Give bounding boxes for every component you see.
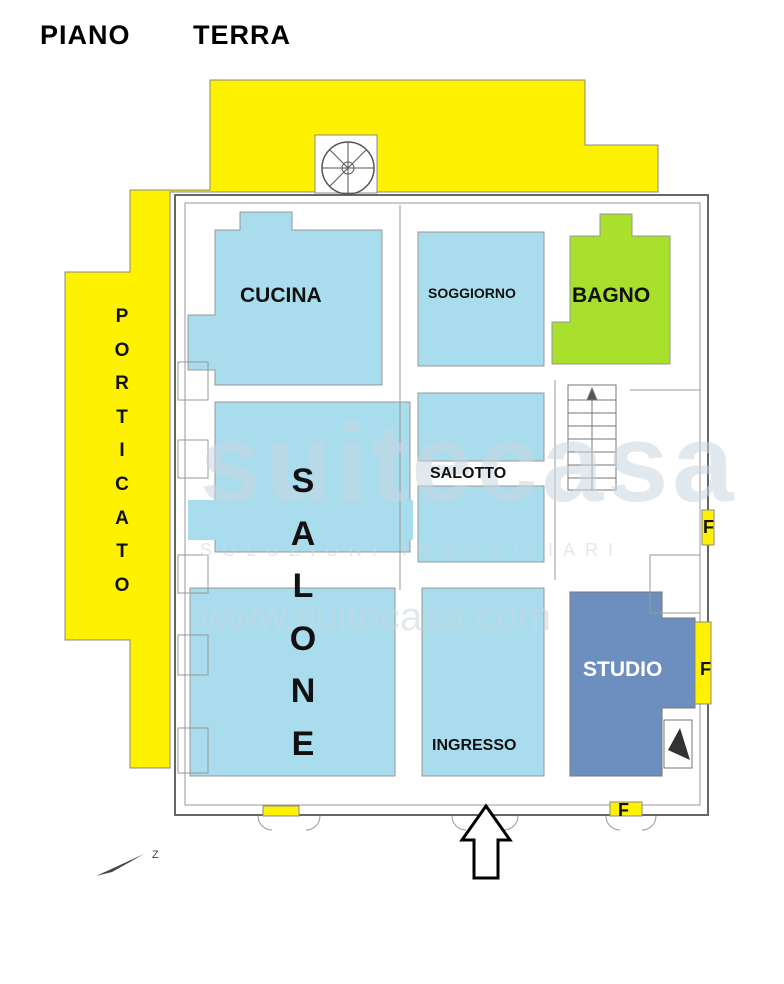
window-marker-right-upper [701,509,715,546]
inner-wall [184,202,701,806]
salone-room-lower [189,587,396,777]
staircase [567,384,617,491]
f-mark-right-lower: F [700,659,711,679]
salotto-room-lower [417,485,545,563]
porticato-letter: C [115,473,129,495]
bagno-room [551,213,671,365]
porticato-letter: I [119,440,125,462]
room-label-salotto: SALOTTO [430,465,507,482]
room-label-cucina: CUCINA [240,284,322,307]
window-marker-bottom-left [262,805,300,817]
salone-letter: L [292,567,314,605]
porticato-area [64,79,659,769]
spiral-staircase-icon [314,134,378,195]
plan-title-right: TERRA [193,20,291,50]
salone-letter: O [289,619,317,658]
north-arrow-icon: Z [96,849,159,876]
salone-letter: E [291,724,315,763]
room-label-ingresso: INGRESSO [432,737,517,754]
porticato-letter: O [114,574,130,596]
porticato-letter: R [115,373,129,395]
f-mark-bottom: F [618,800,629,820]
porticato-letter: O [114,339,130,361]
triangle-mark [663,719,693,769]
f-mark-right-upper: F [703,517,714,537]
salone-room-link [188,500,413,540]
salotto-room-upper [417,392,545,462]
salone-letter: N [290,672,316,710]
entrance-arrow-icon [459,803,513,880]
porticato-letter: T [116,541,128,563]
plan-title-left: PIANO [40,20,131,50]
room-label-bagno: BAGNO [572,284,651,307]
svg-text:Z: Z [152,849,159,861]
salone-letter: S [291,462,315,500]
window-marker-right-lower [694,621,712,705]
studio-room [569,591,696,777]
interior-walls [177,205,701,774]
ingresso-room [421,587,545,777]
room-label-soggiorno: SOGGIORNO [428,285,516,301]
door-arcs [257,815,657,831]
soggiorno-room [417,231,545,367]
salone-letter: A [290,514,316,553]
porticato-letter: P [115,306,129,327]
porticato-letter: T [116,406,128,428]
room-label-studio: STUDIO [583,658,663,681]
porticato-letter: A [115,507,129,529]
cucina-room [187,211,383,386]
window-marker-bottom [609,801,643,817]
outer-wall [174,194,709,816]
